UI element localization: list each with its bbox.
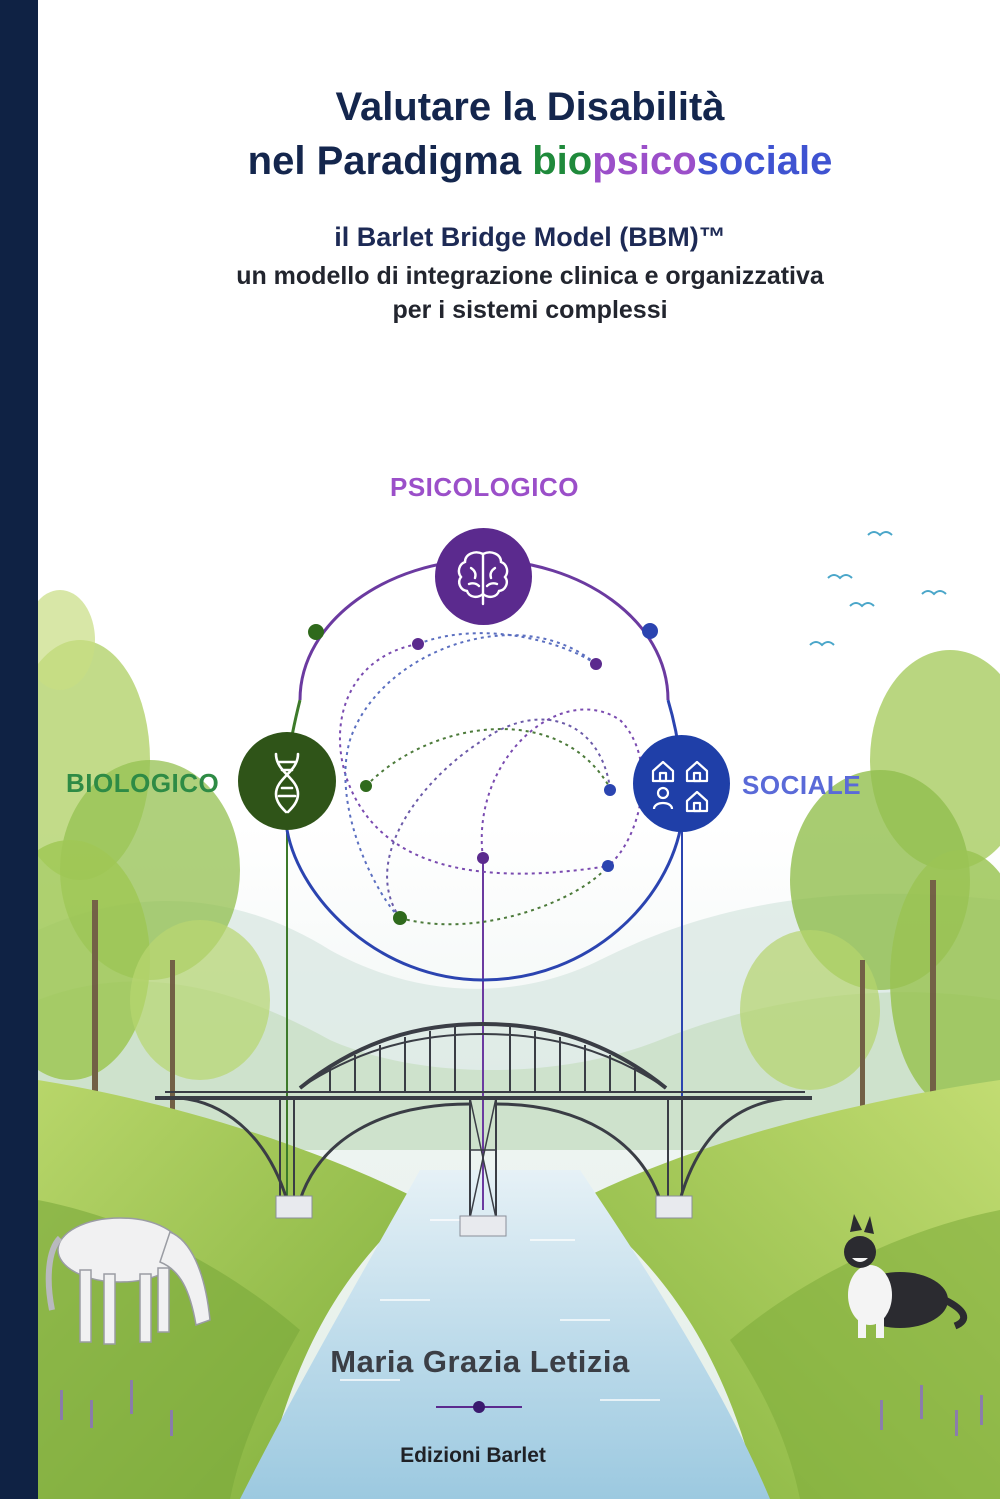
subtitle-line-3: per i sistemi complessi <box>392 296 668 324</box>
label-sociale: SOCIALE <box>742 770 862 800</box>
publisher-name: Edizioni Barlet <box>400 1444 546 1467</box>
right-trees <box>740 650 1000 1140</box>
bridge <box>155 1021 812 1219</box>
title-bio: bio <box>532 139 593 183</box>
title-line-2: nel Paradigma biopsicosociale <box>70 134 1000 188</box>
subtitle-model: il Barlet Bridge Model (BBM)™ <box>334 222 726 252</box>
bio-node <box>238 732 336 830</box>
label-biologico: BIOLOGICO <box>66 768 220 798</box>
label-psicologico: PSICOLOGICO <box>390 472 579 502</box>
sociale-node <box>633 735 730 832</box>
spine-bar <box>0 0 38 1499</box>
dna-icon <box>274 752 300 814</box>
title-line-1: Valutare la Disabilità <box>335 85 725 129</box>
horse <box>45 1217 211 1345</box>
brain-icon <box>457 551 509 606</box>
psico-node <box>435 528 532 625</box>
birds <box>809 531 947 647</box>
subtitle-line-2: un modello di integrazione clinica e org… <box>236 262 824 290</box>
title-prefix: nel Paradigma <box>247 139 533 183</box>
dog <box>844 1214 968 1338</box>
community-icon <box>651 760 709 813</box>
author-name: Maria Grazia Letizia <box>330 1344 630 1379</box>
title-sociale: sociale <box>696 139 833 183</box>
title-psico: psico <box>592 139 697 183</box>
